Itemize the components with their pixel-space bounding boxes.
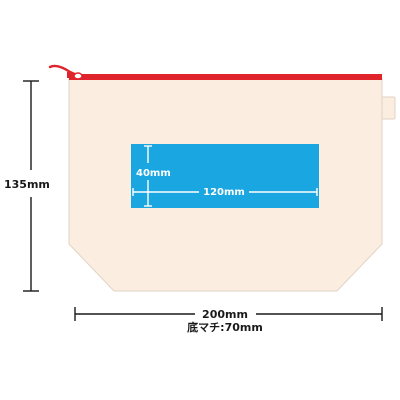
height-label: 135mm xyxy=(4,178,50,191)
zipper-stripe xyxy=(69,74,382,80)
gusset-label: 底マチ:70mm xyxy=(187,320,263,334)
print-area-height-label: 40mm xyxy=(136,168,171,179)
print-area-width-dimension xyxy=(132,188,318,196)
print-area-height-dimension xyxy=(144,145,152,207)
print-area xyxy=(131,144,319,208)
print-area-width-label: 120mm xyxy=(203,187,245,198)
height-dimension xyxy=(23,80,39,292)
zipper-pull-icon xyxy=(48,64,84,80)
width-label: 200mm xyxy=(202,308,248,321)
width-dimension xyxy=(74,307,383,321)
